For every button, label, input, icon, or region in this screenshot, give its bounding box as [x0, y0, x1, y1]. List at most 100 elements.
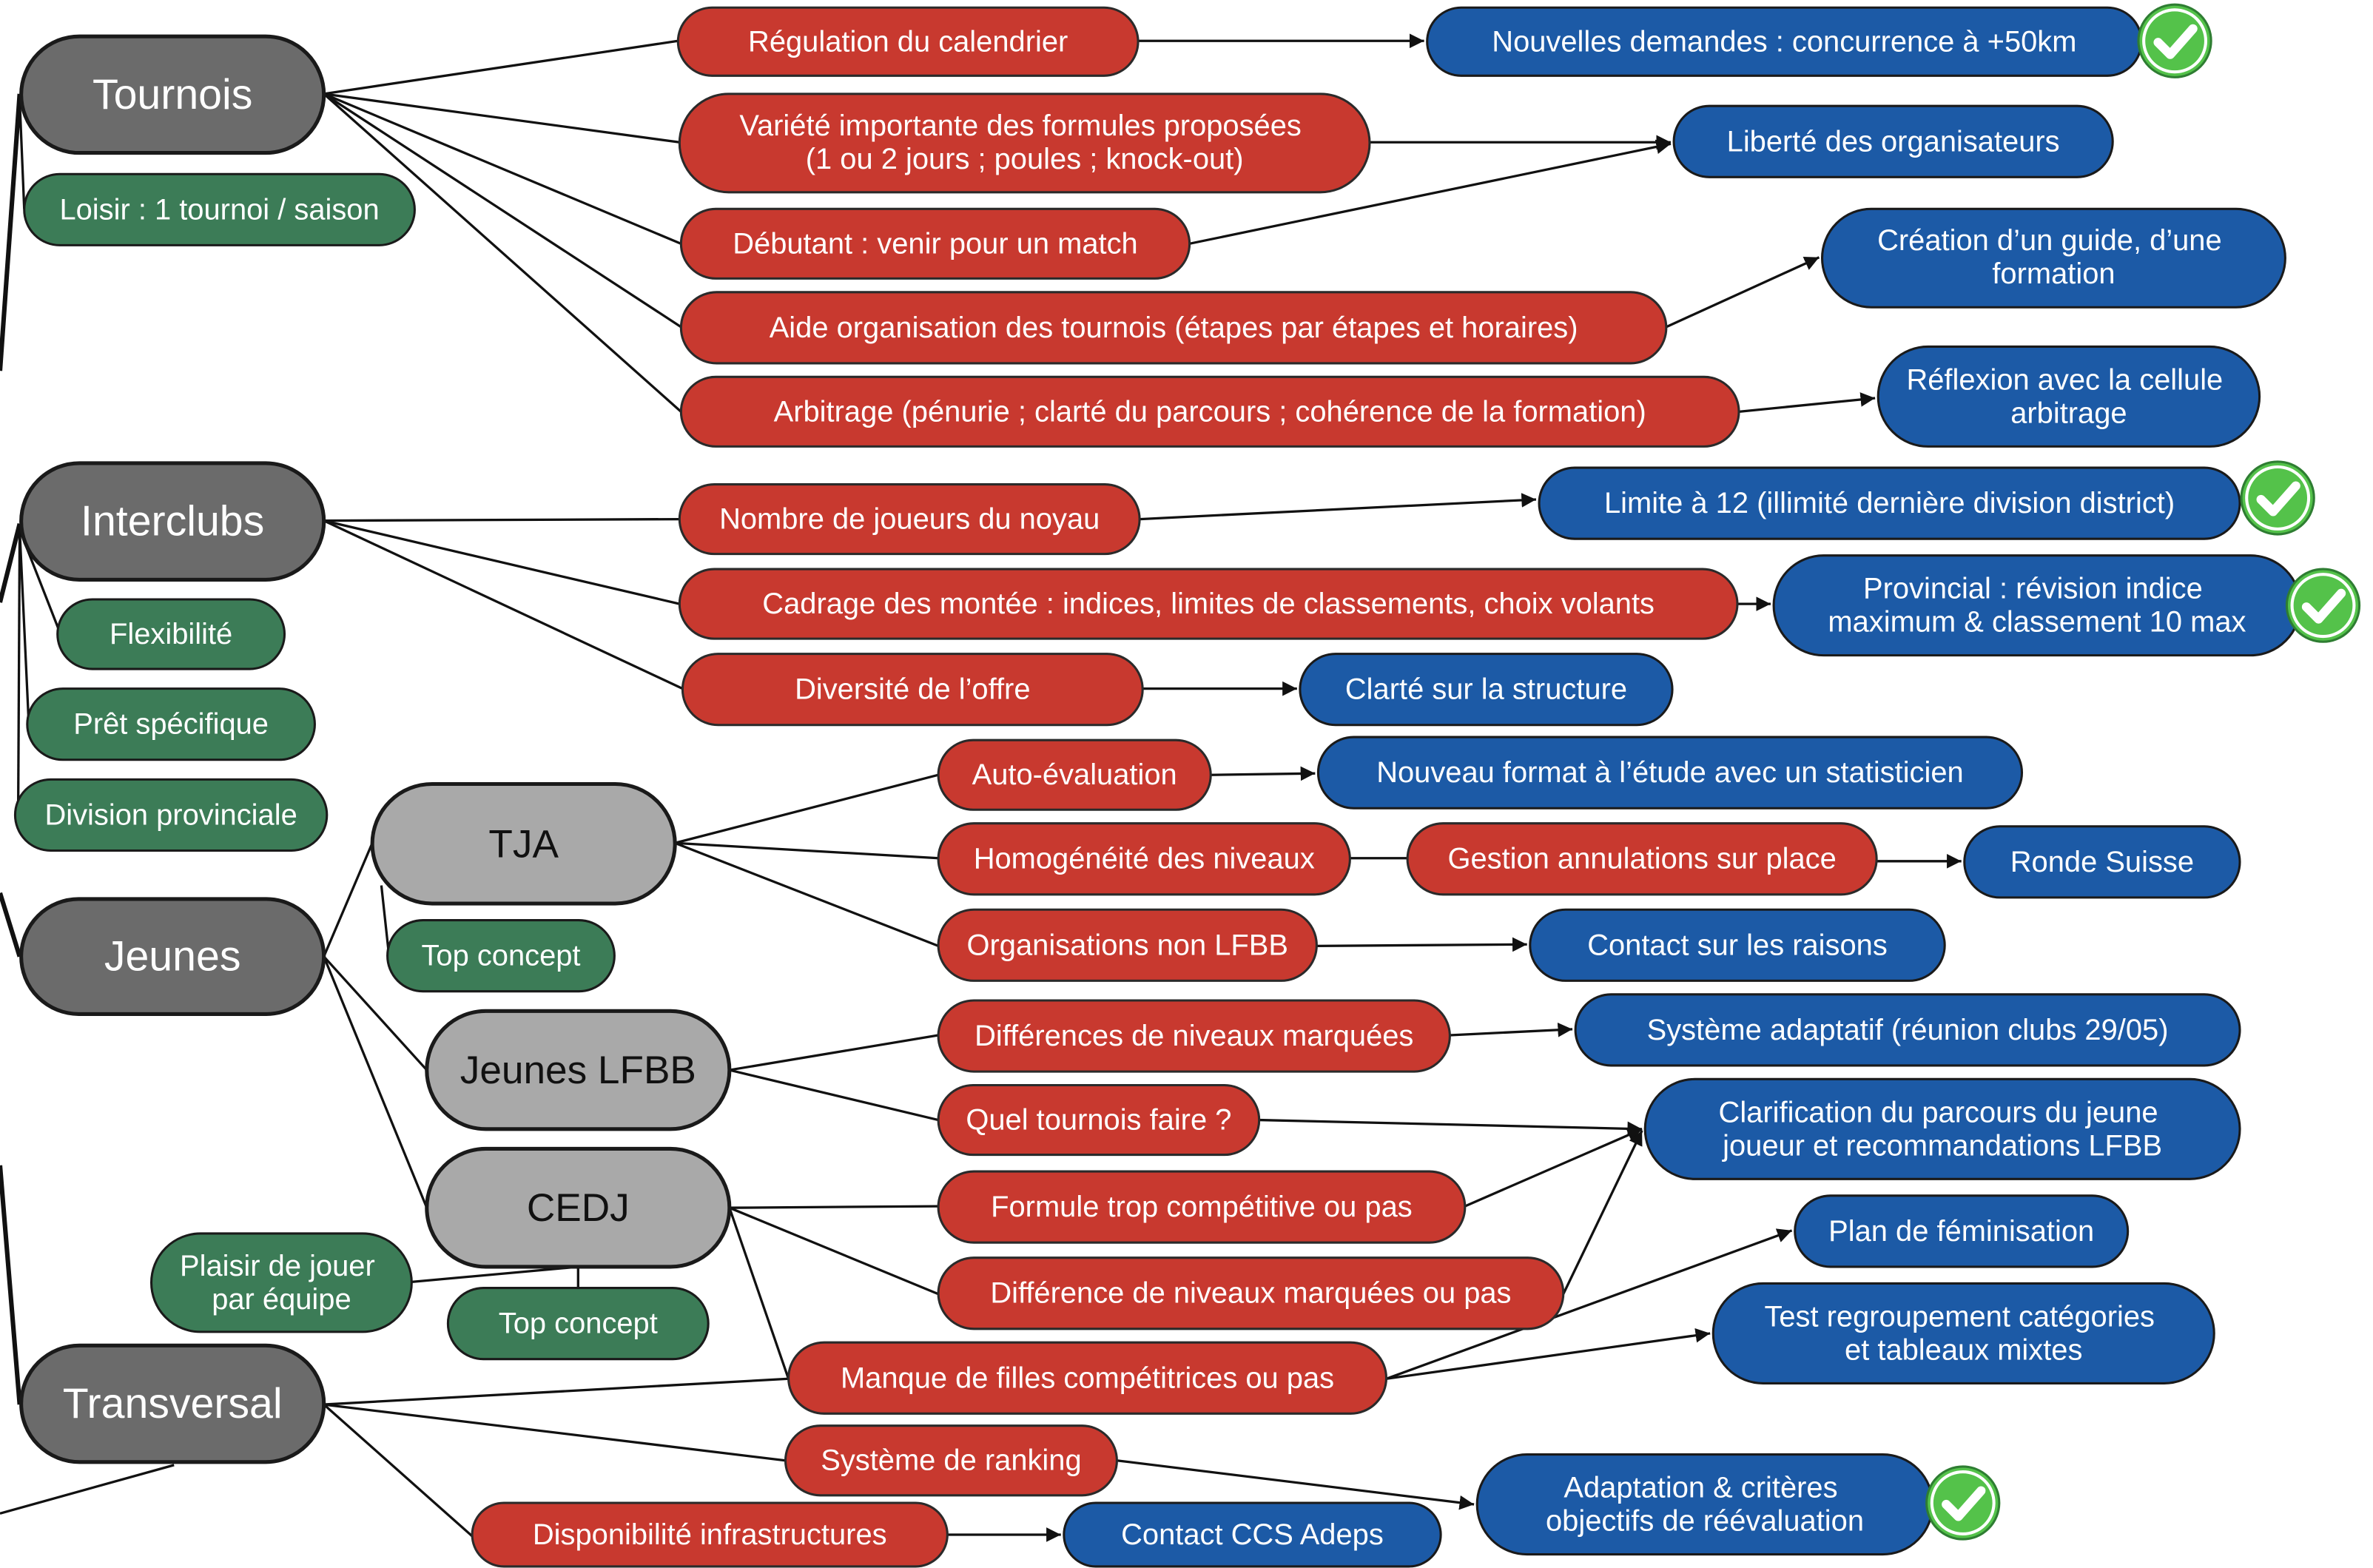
issue-manque-filles: Manque de filles compétitrices ou pas — [787, 1341, 1388, 1415]
action-nouvelles-demandes: Nouvelles demandes : concurrence à +50km — [1426, 6, 2143, 77]
category-box — [19, 1343, 326, 1464]
category-box — [19, 897, 326, 1016]
issue-label: Disponibilité infrastructures — [533, 1518, 887, 1551]
connector-line — [728, 1207, 790, 1379]
connector-line — [18, 529, 30, 724]
issue-label: Cadrage des montée : indices, limites de… — [762, 588, 1655, 620]
issue-label: Diversité de l’offre — [795, 673, 1030, 706]
subcategory-cedj: CEDJ — [425, 1146, 732, 1269]
note-nodes: Loisir : 1 tournoi / saison Flexibilité … — [13, 172, 710, 1361]
note-label-line: Division provinciale — [44, 798, 297, 831]
connector-line — [323, 1403, 786, 1462]
action-ronde-suisse: Ronde Suisse — [1963, 825, 2241, 899]
issue-label: Homogénéité des niveaux — [974, 843, 1315, 875]
category-label-line: Tournois — [92, 71, 252, 118]
category-label: Transversal — [63, 1380, 283, 1427]
action-box — [1574, 993, 2241, 1067]
arrow-connector — [1450, 1022, 1573, 1037]
action-label: Test regroupement catégories et tableaux… — [1764, 1300, 2163, 1366]
action-label-line: Adaptation & critères — [1564, 1472, 1837, 1504]
issue-label-line: Cadrage des montée : indices, limites de… — [762, 588, 1655, 620]
issue-box — [784, 1424, 1118, 1497]
trunk-line — [0, 93, 22, 371]
action-label-line: joueur et recommandations LFBB — [1722, 1129, 2162, 1162]
issue-label-line: Aide organisation des tournois (étapes p… — [770, 312, 1578, 344]
subcategory-nodes: TJA Jeunes LFBB CEDJ — [370, 781, 732, 1269]
issue-label: Variété importante des formules proposée… — [739, 110, 1310, 175]
check-circle-ring — [2245, 465, 2311, 531]
action-label-line: Réflexion avec la cellule — [1906, 363, 2223, 396]
issue-label-line: Débutant : venir pour un match — [733, 227, 1137, 260]
issue-homogeneite: Homogénéité des niveaux — [937, 822, 1351, 896]
issue-regulation: Régulation du calendrier — [676, 6, 1140, 77]
subcategory-box — [370, 781, 677, 906]
issue-variete: Variété importante des formules proposée… — [678, 92, 1371, 194]
action-box — [1529, 908, 1946, 982]
action-limite: Limite à 12 (illimité dernière division … — [1538, 466, 2241, 540]
arrow-connector — [1385, 1228, 1793, 1380]
action-clarte: Clarté sur la structure — [1299, 653, 1674, 727]
action-label-line: Test regroupement catégories — [1764, 1300, 2155, 1333]
subcategory-jeunes-lfbb: Jeunes LFBB — [425, 1009, 732, 1131]
action-label-line: maximum & classement 10 max — [1828, 606, 2246, 639]
action-plan-feminisation: Plan de féminisation — [1794, 1194, 2130, 1268]
trunk-line — [0, 522, 22, 603]
issue-nodes: Régulation du calendrier Variété importa… — [471, 6, 1878, 1568]
action-nodes: Nouvelles demandes : concurrence à +50km… — [1063, 6, 2302, 1568]
action-liberte: Liberté des organisateurs — [1672, 104, 2114, 178]
connector-line — [323, 519, 680, 605]
connector-line — [729, 1206, 939, 1296]
check-mark — [2301, 588, 2346, 624]
issue-label-line: Homogénéité des niveaux — [974, 843, 1315, 875]
action-clarification: Clarification du parcours du jeune joueu… — [1643, 1077, 2241, 1180]
issue-label: Régulation du calendrier — [748, 25, 1068, 58]
trunk-line — [0, 892, 22, 958]
check-mark — [2256, 481, 2300, 517]
issue-label-line: Quel tournois faire ? — [966, 1104, 1231, 1137]
issue-nombre-joueurs: Nombre de joueurs du noyau — [678, 483, 1141, 556]
connector-line — [323, 92, 680, 144]
category-jeunes: Jeunes — [19, 897, 326, 1016]
arrow-connector — [1140, 493, 1537, 521]
arrow-connector — [1464, 1128, 1643, 1208]
connector-line — [674, 773, 939, 844]
arrow-connector — [1211, 766, 1316, 781]
connectors — [0, 33, 1962, 1542]
connector-line — [729, 1069, 939, 1122]
action-label-line: Contact sur les raisons — [1587, 929, 1888, 961]
issue-label: Quel tournois faire ? — [966, 1104, 1231, 1137]
action-label-line: Clarification du parcours du jeune — [1719, 1096, 2158, 1128]
issue-label: Arbitrage (pénurie ; clarté du parcours … — [774, 395, 1646, 428]
action-contact-raisons: Contact sur les raisons — [1529, 908, 1946, 982]
category-label: Interclubs — [81, 498, 264, 545]
category-tournois: Tournois — [19, 34, 326, 155]
action-test-regroupement: Test regroupement catégories et tableaux… — [1711, 1282, 2215, 1384]
issue-label-line: Auto-évaluation — [972, 758, 1177, 791]
check-circle-bg — [2137, 3, 2212, 78]
action-box — [1820, 207, 2286, 309]
category-box — [19, 461, 326, 582]
note-box — [149, 1232, 413, 1333]
check-mark — [2153, 24, 2198, 59]
note-label-line: Top concept — [421, 940, 580, 972]
note-label: Prêt spécifique — [73, 708, 269, 741]
action-systeme-adaptatif: Système adaptatif (réunion clubs 29/05) — [1574, 993, 2241, 1067]
action-box — [1876, 345, 2261, 448]
action-label: Liberté des organisateurs — [1727, 125, 2060, 158]
action-label: Création d’un guide, d’une formation — [1877, 224, 2230, 290]
connector-line — [323, 956, 428, 1208]
issue-label-line: Organisations non LFBB — [967, 929, 1288, 961]
action-label-line: Création d’un guide, d’une — [1877, 224, 2222, 257]
issue-box — [937, 738, 1212, 811]
issue-cadrage: Cadrage des montée : indices, limites de… — [678, 568, 1739, 640]
connector-line — [674, 841, 939, 947]
note-label: Loisir : 1 tournoi / saison — [59, 193, 379, 226]
action-label: Plan de féminisation — [1828, 1215, 2094, 1248]
arrow-connector — [1189, 139, 1672, 245]
issue-label: Système de ranking — [821, 1444, 1081, 1477]
note-label-line: Flexibilité — [110, 618, 232, 650]
note-pret-specifique: Prêt spécifique — [26, 687, 316, 761]
note-cedj-top-concept: Top concept — [446, 1287, 710, 1361]
action-label: Contact CCS Adeps — [1121, 1518, 1384, 1551]
connector-line — [411, 1265, 579, 1284]
